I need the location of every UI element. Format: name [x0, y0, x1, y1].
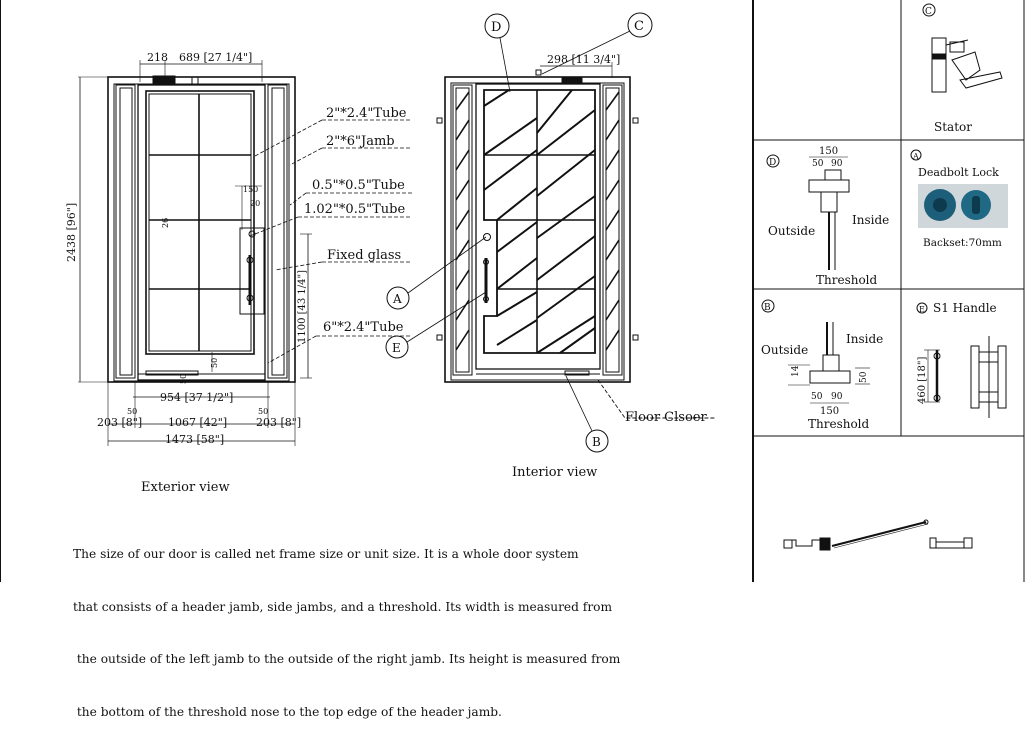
callout-2x24-tube: 2"*2.4"Tube — [326, 106, 407, 121]
ext-dim-203-left: 203 [8"] — [97, 416, 142, 429]
door-drawing-sheet: 218 689 [27 1/4"] 2438 [96"] 1100 [43 1/… — [0, 0, 1025, 582]
handle-marker: E — [919, 305, 925, 314]
threshold-d-50: 50 — [812, 159, 824, 169]
deadbolt-lock-image — [924, 189, 991, 221]
threshold-b-detail — [761, 299, 870, 404]
threshold-d-outside: Outside — [768, 224, 815, 238]
handle-title: S1 Handle — [933, 301, 997, 315]
interior-view-title: Interior view — [512, 465, 597, 480]
threshold-d-150: 150 — [819, 146, 838, 157]
threshold-d-detail — [766, 154, 850, 270]
ext-dim-1067: 1067 [42"] — [168, 416, 227, 429]
deadbolt-detail — [910, 149, 1008, 228]
callout-102-tube: 1.02"*0.5"Tube — [304, 202, 405, 217]
threshold-d-90: 90 — [831, 159, 843, 169]
ext-dim-1473: 1473 [58"] — [165, 433, 224, 446]
ext-dim-20: 20 — [250, 199, 260, 208]
ext-dim-50b: 50 — [179, 374, 188, 384]
ext-dim-height: 2438 [96"] — [65, 203, 78, 262]
marker-b: B — [592, 435, 601, 449]
door-plan-view — [783, 519, 973, 551]
description-line: The size of our door is called net frame… — [73, 547, 579, 561]
description-line: the bottom of the threshold nose to the … — [73, 704, 502, 719]
exterior-view — [78, 60, 412, 446]
ext-dim-203-right: 203 [8"] — [256, 416, 301, 429]
interior-view — [385, 12, 716, 453]
threshold-b-outside: Outside — [761, 343, 808, 357]
handle-dim: 460 [18"] — [917, 357, 928, 404]
ext-dim-954: 954 [37 1/2"] — [160, 391, 233, 404]
handle-detail — [916, 302, 1007, 418]
callout-jamb: 2"*6"Jamb — [326, 134, 395, 149]
stator-marker: C — [925, 7, 932, 17]
threshold-b-50v: 50 — [859, 371, 869, 383]
marker-c: C — [634, 19, 644, 34]
threshold-b-90: 90 — [831, 392, 843, 402]
marker-e: E — [392, 341, 401, 355]
stator-label: Stator — [934, 120, 972, 134]
threshold-d-marker: D — [769, 158, 776, 168]
deadbolt-backset: Backset:70mm — [923, 237, 1002, 249]
floor-closer-label: Floor Clsoer — [625, 410, 707, 425]
ext-dim-689: 689 [27 1/4"] — [179, 51, 252, 64]
threshold-b-label: Threshold — [808, 417, 870, 431]
deadbolt-title: Deadbolt Lock — [918, 166, 999, 179]
threshold-b-50: 50 — [811, 392, 823, 402]
marker-a: A — [392, 292, 402, 306]
ext-dim-50c: 50 — [127, 407, 137, 416]
threshold-b-inside: Inside — [846, 332, 883, 346]
deadbolt-marker: A — [912, 152, 919, 161]
ext-dim-50a: 50 — [210, 358, 219, 368]
ext-dim-218: 218 — [147, 51, 168, 64]
callout-05-tube: 0.5"*0.5"Tube — [312, 178, 405, 193]
callout-fixed-glass: Fixed glass — [327, 248, 401, 263]
ext-dim-50d: 50 — [258, 407, 268, 416]
ext-dim-150: 150 — [243, 185, 258, 194]
threshold-d-label: Threshold — [816, 273, 878, 287]
exterior-view-title: Exterior view — [141, 480, 230, 495]
marker-d: D — [491, 20, 501, 35]
stator-detail — [922, 3, 1003, 93]
threshold-b-14: 14 — [791, 365, 801, 377]
callout-6x24-tube: 6"*2.4"Tube — [323, 320, 404, 335]
ext-dim-26: 26 — [161, 218, 170, 228]
threshold-d-inside: Inside — [852, 213, 889, 227]
threshold-b-150: 150 — [820, 406, 839, 417]
ext-dim-handle-height: 1100 [43 1/4"] — [297, 270, 308, 343]
description-line: the outside of the left jamb to the outs… — [73, 652, 621, 666]
int-dim-298: 298 [11 3/4"] — [547, 53, 620, 66]
description-line: that consists of a header jamb, side jam… — [73, 599, 613, 614]
threshold-b-marker: B — [764, 303, 771, 313]
description-text: The size of our door is called net frame… — [73, 511, 753, 739]
